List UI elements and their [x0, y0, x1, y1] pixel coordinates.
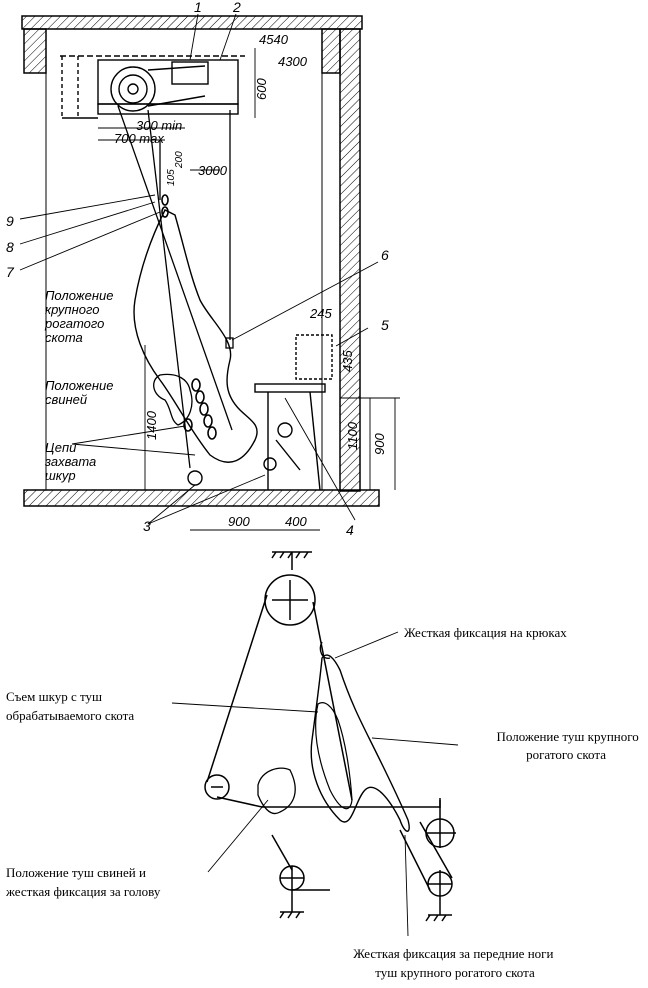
left-roller [204, 774, 230, 800]
pig-carcass-schematic [257, 767, 296, 815]
label-front-legs-fixation: Жесткая фиксация за передние ноги туш кр… [353, 946, 556, 980]
hide-chains [161, 194, 217, 440]
bottom-leaders [171, 631, 459, 937]
hook-curve [319, 641, 331, 659]
dim-400-horizontal: 400 [285, 514, 307, 529]
callout-8: 8 [6, 239, 14, 255]
dim-600: 600 [254, 78, 269, 100]
dim-700max: 700 max [114, 131, 164, 146]
dim-900-vertical: 900 [372, 433, 387, 455]
dim-105: 105 [166, 169, 177, 186]
callout-1: 1 [194, 0, 202, 15]
skin-strip [315, 702, 353, 810]
cattle-carcass [133, 209, 258, 463]
dim-300min: 300 min [136, 118, 182, 133]
schematic [204, 551, 456, 922]
drive-unit [60, 55, 245, 119]
fixation-stand [187, 334, 333, 491]
label-hooks-fixation: Жесткая фиксация на крюках [404, 625, 567, 640]
label-cattle-position: Положение крупного рогатого скота [44, 288, 117, 345]
callout-5: 5 [381, 317, 389, 333]
building-structure [21, 15, 380, 507]
motor-2 [171, 61, 209, 85]
label-cattle-carcass-position: Положение туш крупного рогатого скота [497, 729, 642, 762]
ceiling-slab [21, 15, 363, 30]
callout-2: 2 [232, 0, 241, 15]
right-column-top [321, 28, 341, 74]
callout-4: 4 [346, 522, 354, 538]
callout-9: 9 [6, 213, 14, 229]
callout-7: 7 [6, 264, 15, 280]
callout-3: 3 [143, 518, 151, 534]
label-pig-carcass-position: Положение туш свиней и жесткая фиксация … [5, 865, 161, 899]
drum-1 [110, 66, 156, 112]
cattle-carcass-schematic [310, 654, 410, 832]
callout-6: 6 [381, 247, 389, 263]
dim-435: 435 [340, 350, 355, 372]
right-wall [339, 28, 361, 492]
dimension-lines [19, 13, 400, 531]
dim-200: 200 [174, 151, 185, 169]
dim-4300: 4300 [278, 54, 308, 69]
left-column [23, 28, 47, 74]
label-pig-position: Положение свиней [45, 378, 117, 407]
floor-slab [23, 489, 380, 507]
label-skin-removal: Съем шкур с туш обрабатываемого скота [6, 689, 134, 723]
dim-4540: 4540 [259, 32, 289, 47]
dim-900-horizontal: 900 [228, 514, 250, 529]
dim-245: 245 [309, 306, 332, 321]
dim-1400: 1400 [144, 410, 159, 440]
dim-1100: 1100 [345, 421, 360, 450]
dim-3000: 3000 [198, 163, 228, 178]
label-hide-chains: Цепи захвата шкур [44, 440, 100, 483]
pig-carcass [153, 373, 193, 426]
